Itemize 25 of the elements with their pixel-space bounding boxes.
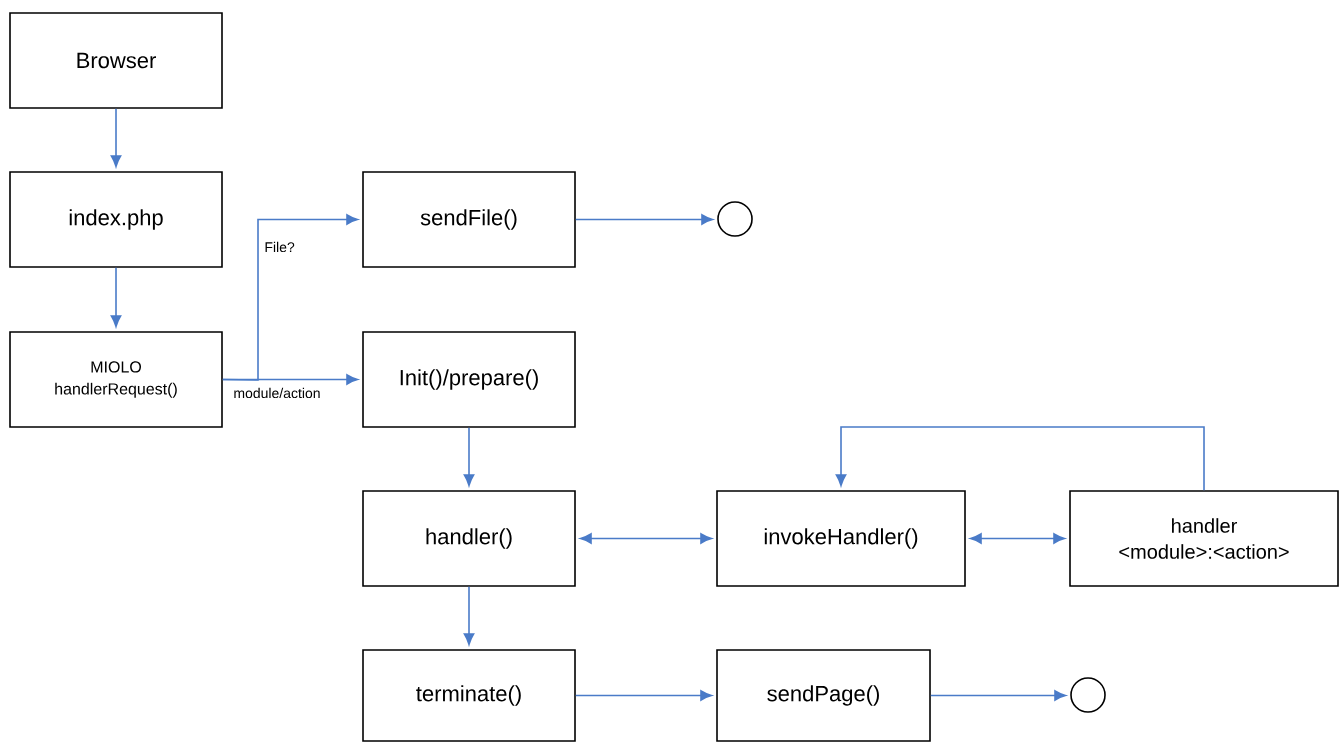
process-box: index.php — [9, 171, 223, 268]
arrow — [575, 214, 714, 225]
process-box: sendFile() — [362, 171, 576, 268]
process-box: Init()/prepare() — [362, 331, 576, 428]
process-box: Browser — [9, 12, 223, 109]
process-box: sendPage() — [716, 649, 931, 742]
end-circle — [717, 201, 753, 237]
arrow — [969, 533, 1066, 544]
arrow — [463, 586, 475, 646]
arrow — [930, 690, 1067, 701]
arrow — [110, 267, 122, 328]
edge-label: File? — [262, 239, 297, 255]
arrow — [222, 374, 359, 385]
process-box: handler <module>:<action> — [1069, 490, 1339, 587]
process-box: terminate() — [362, 649, 576, 742]
edge-label: module/action — [231, 385, 323, 401]
process-box: handler() — [362, 490, 576, 587]
process-box: invokeHandler() — [716, 490, 966, 587]
arrow — [463, 427, 475, 487]
arrow — [575, 690, 713, 701]
process-box: MIOLO handlerRequest() — [9, 331, 223, 428]
end-circle — [1070, 677, 1106, 713]
arrow — [835, 426, 1205, 491]
arrow — [110, 108, 122, 168]
arrow — [579, 533, 713, 544]
